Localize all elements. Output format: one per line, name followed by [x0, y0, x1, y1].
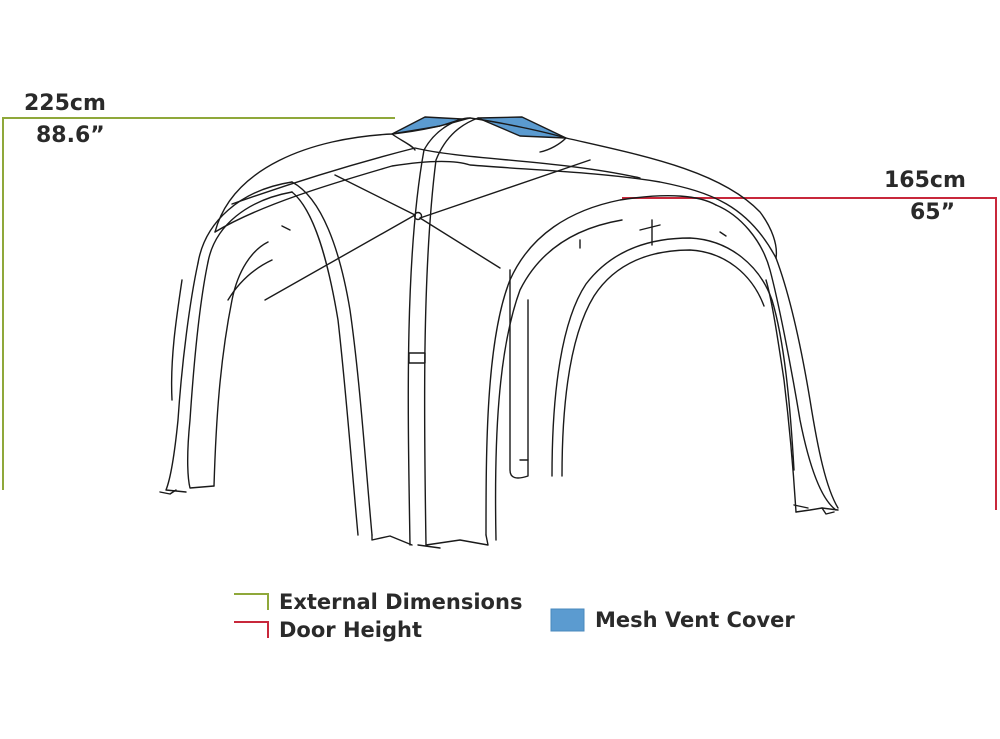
mesh-vent-cover-left: [391, 116, 463, 135]
external-height-imperial: 88.6”: [36, 123, 105, 148]
door-height-imperial: 65”: [910, 200, 956, 225]
legend-external-label: External Dimensions: [279, 590, 523, 614]
legend-door-label: Door Height: [279, 618, 422, 642]
legend-door-swatch: [234, 621, 269, 638]
legend-external-swatch: [234, 593, 269, 610]
legend-vent-swatch: [550, 608, 585, 632]
external-height-metric: 225cm: [24, 91, 106, 116]
external-dimension-line: [2, 117, 395, 490]
tent-outline: [159, 116, 839, 549]
legend-vent-label: Mesh Vent Cover: [595, 608, 795, 632]
door-height-line: [622, 197, 997, 510]
door-height-metric: 165cm: [884, 168, 966, 193]
